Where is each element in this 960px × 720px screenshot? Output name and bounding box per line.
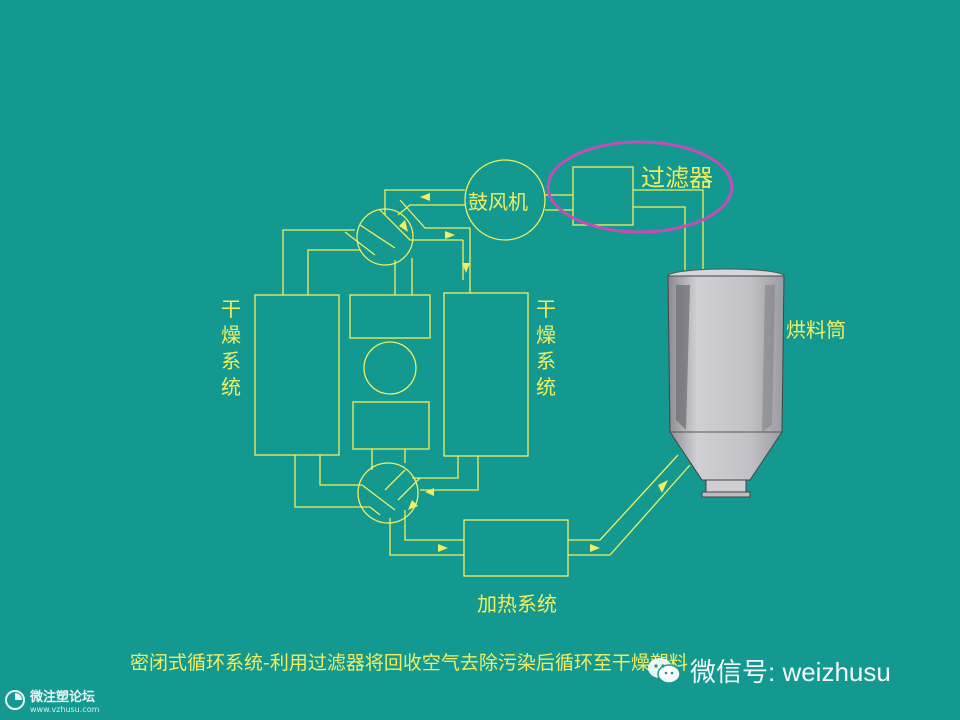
left-dryer-char: 干 bbox=[221, 297, 241, 321]
flow-arrow-icon bbox=[399, 220, 408, 232]
duct-valve-heater bbox=[389, 510, 464, 556]
top-valve-channels bbox=[344, 199, 470, 256]
wechat-id-text: 微信号: weizhusu bbox=[690, 657, 891, 687]
right-dryer-column bbox=[443, 292, 529, 457]
flow-arrow-icon bbox=[445, 231, 455, 239]
filter-label: 过滤器 bbox=[641, 164, 713, 192]
wechat-icon bbox=[648, 657, 681, 684]
left-dryer-char: 系 bbox=[221, 349, 241, 373]
flow-arrows bbox=[399, 193, 668, 552]
hopper-label: 烘料筒 bbox=[786, 318, 846, 342]
flow-arrow-icon bbox=[408, 500, 418, 510]
left-dryer-char: 统 bbox=[221, 375, 241, 399]
forum-watermark: 微注塑论坛 www.vzhusu.com bbox=[4, 686, 99, 714]
bottom-valve-stubs bbox=[371, 449, 406, 470]
left-dryer-char: 燥 bbox=[221, 323, 241, 347]
right-dryer-char: 统 bbox=[536, 375, 556, 399]
blower-label: 鼓风机 bbox=[468, 190, 528, 214]
top-rotary-valve bbox=[356, 208, 414, 266]
duct-bottom-left bbox=[294, 455, 370, 508]
left-dryer-label: 干 燥 系 统 bbox=[220, 296, 242, 400]
heater-label: 加热系统 bbox=[477, 592, 557, 616]
flow-arrow-icon bbox=[462, 263, 470, 273]
diagram-caption: 密闭式循环系统-利用过滤器将回收空气去除污染后循环至干燥塑料 bbox=[130, 652, 688, 674]
wechat-watermark: 微信号: weizhusu bbox=[646, 652, 891, 689]
flow-arrow-icon bbox=[438, 544, 448, 552]
flow-arrow-icon bbox=[425, 488, 434, 496]
forum-name: 微注塑论坛 bbox=[30, 690, 96, 705]
hopper bbox=[667, 268, 785, 498]
bottom-valve-channels bbox=[361, 469, 421, 516]
flow-arrow-icon bbox=[658, 480, 668, 493]
right-dryer-char: 燥 bbox=[536, 323, 556, 347]
blower-circle bbox=[464, 159, 546, 241]
left-dryer-column bbox=[254, 294, 340, 456]
right-dryer-char: 干 bbox=[536, 297, 556, 321]
center-bottom-box bbox=[352, 401, 430, 450]
bottom-rotary-valve bbox=[357, 462, 419, 524]
duct-top-right bbox=[394, 228, 471, 295]
filter-highlight-ellipse bbox=[546, 140, 734, 234]
center-valve-circle bbox=[363, 341, 417, 395]
filter-box bbox=[572, 166, 634, 226]
flow-arrow-icon bbox=[420, 193, 430, 201]
duct-blower-valve bbox=[384, 189, 465, 216]
center-top-box bbox=[349, 294, 431, 339]
duct-bottom-right bbox=[412, 456, 479, 491]
forum-text: 微注塑论坛 www.vzhusu.com bbox=[30, 686, 99, 714]
duct-top-left bbox=[282, 229, 360, 295]
duct-heater-hopper bbox=[568, 454, 691, 556]
right-dryer-label: 干 燥 系 统 bbox=[535, 296, 557, 400]
flow-arrow-icon bbox=[590, 544, 600, 552]
heater-box bbox=[463, 519, 569, 577]
duct-filter-hopper bbox=[633, 189, 704, 270]
right-dryer-char: 系 bbox=[536, 349, 556, 373]
forum-url: www.vzhusu.com bbox=[30, 705, 100, 714]
forum-logo-icon bbox=[5, 690, 25, 710]
